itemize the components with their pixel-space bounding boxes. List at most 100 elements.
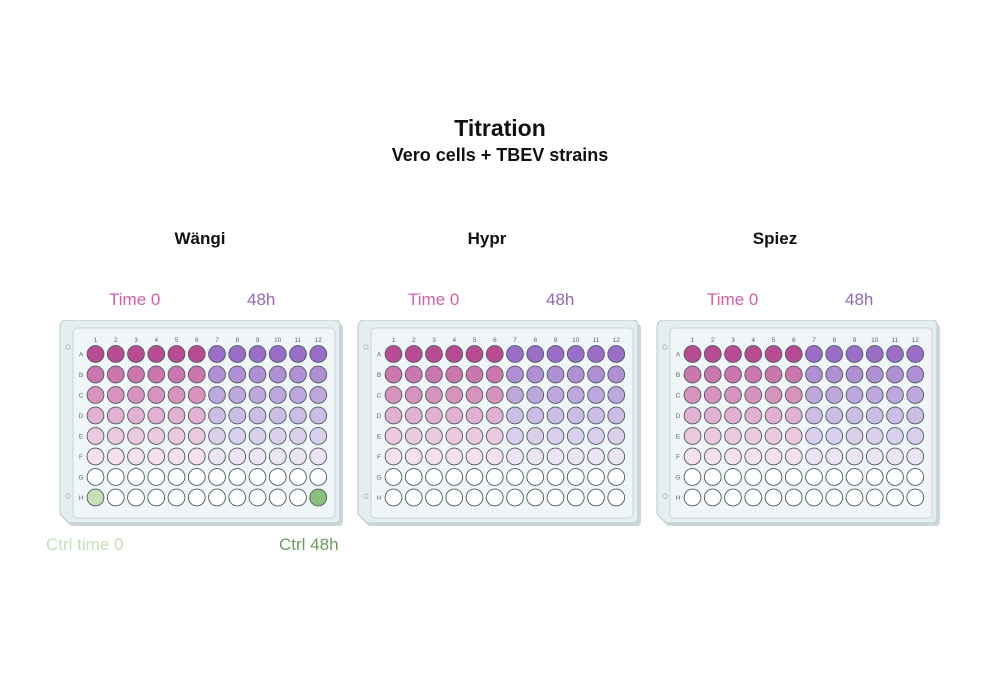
well (526, 406, 545, 425)
well (886, 488, 904, 507)
well (526, 427, 545, 445)
well (906, 427, 925, 445)
well (566, 365, 585, 384)
well (587, 427, 605, 445)
well (465, 468, 484, 486)
column-label: 10 (572, 337, 580, 344)
column-label: 5 (473, 337, 477, 344)
well (683, 386, 702, 404)
well (607, 406, 626, 425)
well (703, 386, 722, 404)
well (86, 468, 105, 486)
well (147, 406, 166, 425)
well (248, 447, 267, 466)
well (805, 406, 823, 425)
well (289, 468, 307, 486)
well (425, 488, 443, 507)
plate-name-wangi: Wängi (174, 229, 226, 248)
well (268, 365, 287, 384)
well (309, 386, 328, 404)
well (703, 406, 722, 425)
well (147, 447, 166, 466)
column-label: 9 (256, 337, 260, 344)
well (86, 427, 105, 445)
well (865, 386, 884, 404)
well (825, 447, 844, 466)
well (526, 386, 545, 404)
row-label: E (676, 434, 681, 441)
well (127, 386, 145, 404)
well (724, 365, 742, 384)
well (703, 488, 722, 507)
column-label: 6 (195, 337, 199, 344)
well (607, 345, 626, 363)
well (425, 365, 443, 384)
well (906, 447, 925, 466)
well (309, 488, 328, 507)
column-label: 4 (452, 337, 456, 344)
well (587, 345, 605, 363)
page-title: Titration (454, 115, 546, 141)
well (485, 447, 504, 466)
well (147, 386, 166, 404)
well (167, 406, 186, 425)
well (268, 468, 287, 486)
column-label: 5 (175, 337, 179, 344)
well (683, 427, 702, 445)
well (445, 345, 464, 363)
well (744, 386, 763, 404)
well (906, 406, 925, 425)
well (404, 365, 423, 384)
column-label: 12 (613, 337, 621, 344)
well (506, 406, 524, 425)
well (825, 386, 844, 404)
well (587, 386, 605, 404)
well (506, 427, 524, 445)
row-label: C (676, 393, 681, 400)
well (724, 468, 742, 486)
column-label: 2 (711, 337, 715, 344)
well (187, 468, 206, 486)
well (744, 488, 763, 507)
well (425, 427, 443, 445)
well (485, 345, 504, 363)
row-label: B (377, 372, 381, 379)
well (744, 406, 763, 425)
well (309, 427, 328, 445)
well (147, 345, 166, 363)
well (865, 365, 884, 384)
well (384, 447, 403, 466)
well (764, 468, 783, 486)
well (587, 447, 605, 466)
well (309, 468, 328, 486)
well (465, 406, 484, 425)
well (526, 468, 545, 486)
well (106, 365, 125, 384)
well (208, 365, 226, 384)
well (384, 488, 403, 507)
well (248, 488, 267, 507)
well (248, 468, 267, 486)
well (724, 345, 742, 363)
well (784, 468, 803, 486)
well (384, 345, 403, 363)
well (886, 386, 904, 404)
well (865, 468, 884, 486)
row-label: E (377, 434, 382, 441)
well (167, 427, 186, 445)
well (546, 386, 565, 404)
well (248, 386, 267, 404)
well (445, 447, 464, 466)
well (167, 345, 186, 363)
well (289, 447, 307, 466)
well (607, 386, 626, 404)
well (404, 386, 423, 404)
well (506, 345, 524, 363)
well (208, 406, 226, 425)
well (485, 427, 504, 445)
well (309, 365, 328, 384)
well (607, 468, 626, 486)
well (865, 488, 884, 507)
well (445, 468, 464, 486)
